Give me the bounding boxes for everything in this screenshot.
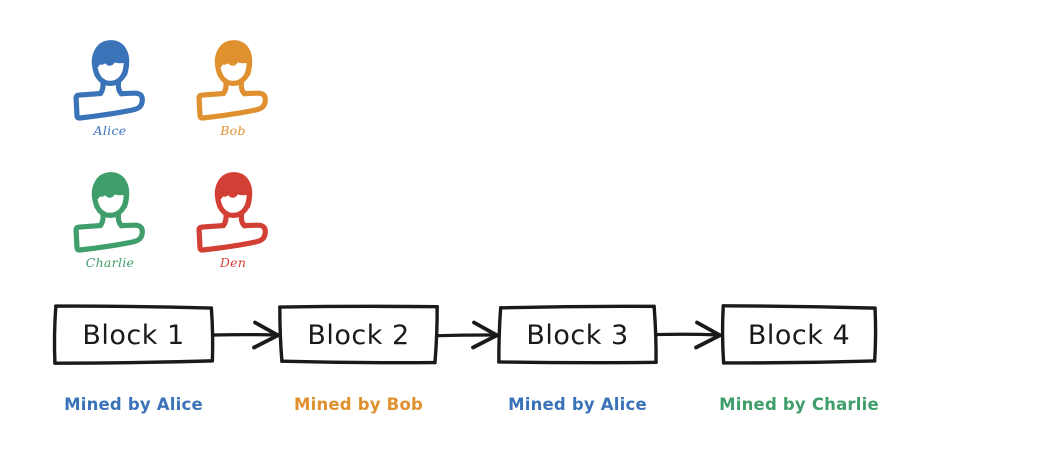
blockchain-group: Block 1 Mined by Alice Block 2 Mined by Bob…: [0, 296, 1046, 426]
arrow-right-icon-1: [212, 320, 280, 350]
block-label-2: Block 2: [307, 320, 410, 351]
participant-den[interactable]: Den: [173, 160, 293, 278]
participant-bob[interactable]: Bob: [173, 28, 293, 146]
person-avatar-icon: [173, 160, 293, 256]
mined-by-caption-3: Mined by Alice: [508, 395, 647, 414]
block-rect-2[interactable]: [278, 304, 439, 365]
mined-by-caption-4: Mined by Charlie: [719, 395, 879, 414]
participant-name-charlie: Charlie: [85, 255, 135, 270]
participant-charlie[interactable]: Charlie: [50, 160, 170, 278]
block-label-4: Block 4: [747, 320, 851, 351]
arrow-right-icon-3: [655, 320, 722, 350]
block-rect-3[interactable]: [497, 304, 658, 365]
participant-name-bob: Bob: [220, 123, 246, 138]
person-avatar-icon: [50, 160, 170, 256]
block-rect-4[interactable]: [720, 304, 878, 365]
person-avatar-icon: [50, 28, 170, 124]
participant-name-alice: Alice: [93, 123, 127, 138]
blockchain-svg: [52, 304, 878, 365]
participant-alice[interactable]: Alice: [50, 28, 170, 146]
participant-name-den: Den: [219, 255, 247, 270]
mined-by-caption-2: Mined by Bob: [293, 395, 423, 414]
block-rect-1[interactable]: [52, 304, 215, 365]
block-label-3: Block 3: [526, 320, 629, 351]
arrow-right-icon-2: [436, 320, 499, 350]
mined-by-caption-1: Mined by Alice: [64, 395, 203, 414]
block-label-1: Block 1: [82, 320, 185, 351]
person-avatar-icon: [173, 28, 293, 124]
